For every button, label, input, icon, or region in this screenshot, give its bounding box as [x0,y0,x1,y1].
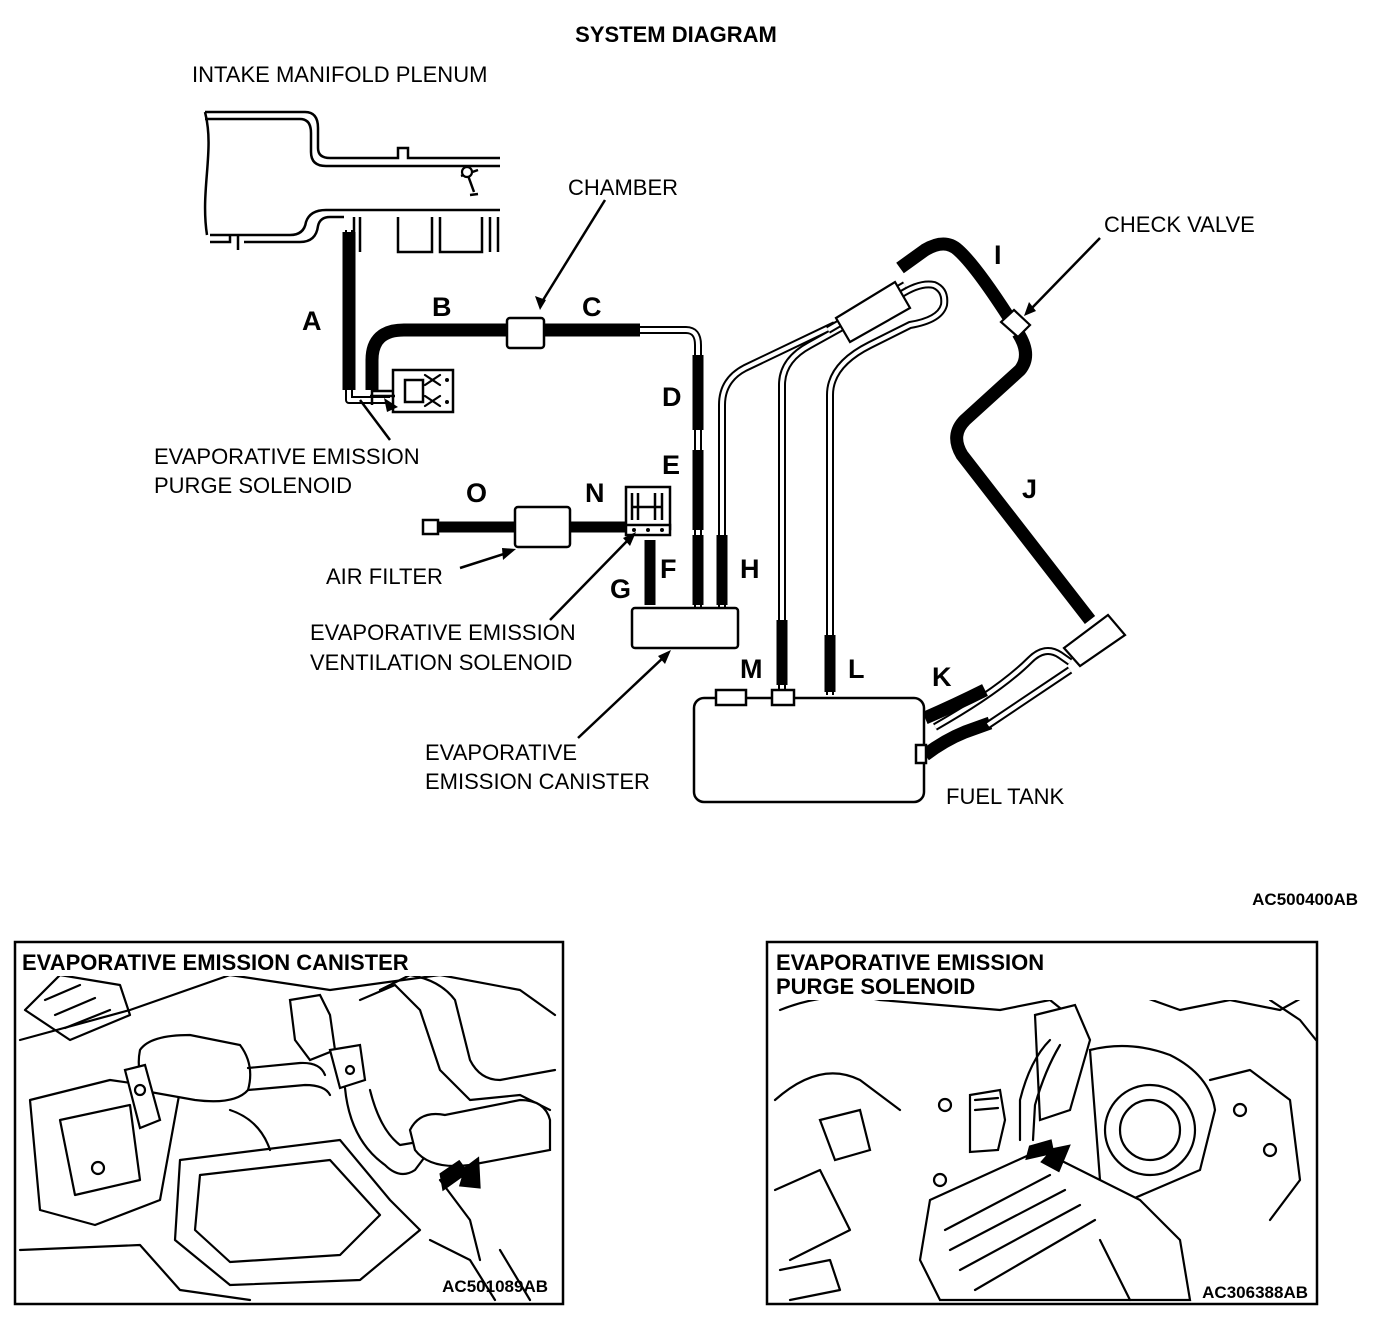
fuel-tank-icon [692,688,928,804]
vent-solenoid-label-1: EVAPORATIVE EMISSION [310,620,576,645]
air-filter-icon [513,505,572,549]
purge-panel-title-1: EVAPORATIVE EMISSION [776,950,1044,975]
chamber-label: CHAMBER [568,175,678,200]
purge-solenoid-label-2: PURGE SOLENOID [154,473,352,498]
canister-panel-code: AC501089AB [442,1277,548,1296]
intake-manifold-label: INTAKE MANIFOLD PLENUM [192,62,487,87]
hose-label-e: E [662,450,680,480]
hose-label-i: I [994,240,1002,270]
canister-label-1: EVAPORATIVE [425,740,577,765]
hose-label-d: D [662,382,682,412]
hose-connector-upper [834,280,912,344]
purge-panel-code: AC306388AB [1202,1283,1308,1302]
hose-label-g: G [610,574,631,604]
vent-solenoid-label-2: VENTILATION SOLENOID [310,650,572,675]
hose-label-o: O [466,478,487,508]
purge-panel-title-2: PURGE SOLENOID [776,974,975,999]
diagram-code: AC500400AB [1252,890,1358,909]
canister-panel-title: EVAPORATIVE EMISSION CANISTER [22,950,409,975]
hose-i [896,237,1014,320]
ventilation-solenoid-icon [624,485,672,537]
air-filter-label: AIR FILTER [326,564,443,589]
hose-label-m: M [740,654,763,684]
purge-solenoid-icon [370,368,455,414]
canister-location-panel: EVAPORATIVE EMISSION CANISTER AC501089AB [13,940,565,1306]
intake-manifold-plenum [203,110,500,254]
hose-label-k: K [932,662,952,692]
check-valve-label: CHECK VALVE [1104,212,1255,237]
diagram-title: SYSTEM DIAGRAM [575,22,777,47]
check-valve-icon [999,308,1032,339]
chamber-icon [505,316,546,350]
fuel-tank-label: FUEL TANK [946,784,1065,809]
leader-lines [359,199,1101,739]
hose-label-j: J [1022,474,1037,504]
hose-label-h: H [740,554,760,584]
purge-solenoid-label-1: EVAPORATIVE EMISSION [154,444,420,469]
hose-b [365,323,506,390]
hose-label-a: A [302,306,322,336]
hose-j [950,329,1096,624]
hose-connector-lower [1062,613,1127,668]
hose-label-n: N [585,478,605,508]
canister-icon [630,606,740,650]
canister-label-2: EMISSION CANISTER [425,769,650,794]
hose-label-f: F [660,554,677,584]
hose-label-l: L [848,654,865,684]
purge-solenoid-location-panel: EVAPORATIVE EMISSION PURGE SOLENOID AC30… [765,940,1319,1306]
hose-label-b: B [432,292,452,322]
hose-k [922,684,988,724]
hose-label-c: C [582,292,602,322]
